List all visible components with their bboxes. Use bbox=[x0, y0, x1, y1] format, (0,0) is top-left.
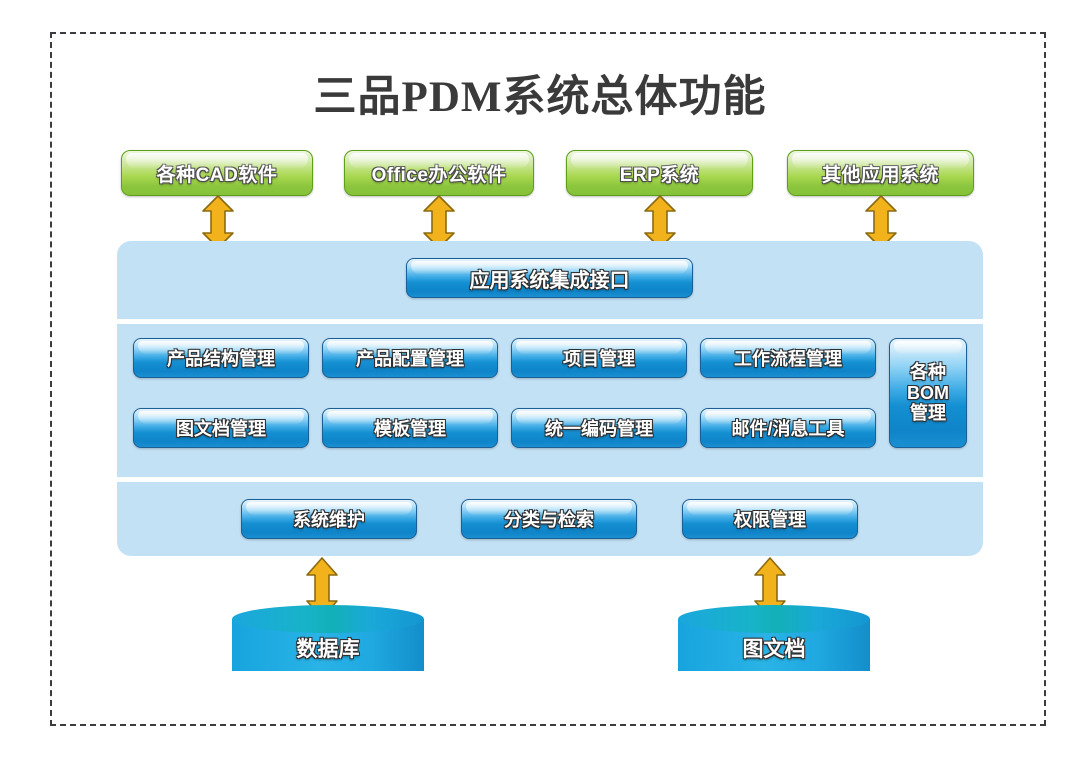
cylinder-top bbox=[678, 605, 870, 633]
module-product-structure-label: 产品结构管理 bbox=[167, 349, 275, 369]
integration-interface-label: 应用系统集成接口 bbox=[469, 269, 630, 292]
storage-database[interactable]: 数据库 bbox=[232, 605, 424, 685]
module-template-management-label: 模板管理 bbox=[374, 419, 446, 439]
module-workflow-management[interactable]: 工作流程管理 bbox=[700, 338, 876, 378]
utility-system-maintenance-label: 系统维护 bbox=[293, 510, 365, 530]
module-document-management[interactable]: 图文档管理 bbox=[133, 408, 309, 448]
utility-permission-management-label: 权限管理 bbox=[734, 510, 806, 530]
module-document-management-label: 图文档管理 bbox=[176, 419, 266, 439]
module-unified-coding-label: 统一编码管理 bbox=[545, 419, 653, 439]
utility-classification-search-label: 分类与检索 bbox=[504, 510, 594, 530]
external-system-office-label: Office办公软件 bbox=[371, 164, 507, 186]
module-product-structure[interactable]: 产品结构管理 bbox=[133, 338, 309, 378]
external-system-other-label: 其他应用系统 bbox=[821, 164, 939, 186]
utility-classification-search[interactable]: 分类与检索 bbox=[461, 499, 637, 539]
external-system-other[interactable]: 其他应用系统 bbox=[787, 150, 974, 196]
panel-divider-top bbox=[117, 319, 983, 324]
module-project-management-label: 项目管理 bbox=[563, 349, 635, 369]
external-system-erp[interactable]: ERP系统 bbox=[566, 150, 753, 196]
external-system-cad[interactable]: 各种CAD软件 bbox=[121, 150, 313, 196]
module-unified-coding[interactable]: 统一编码管理 bbox=[511, 408, 687, 448]
external-system-erp-label: ERP系统 bbox=[619, 164, 700, 186]
diagram-outer-frame bbox=[50, 32, 1046, 726]
module-project-management[interactable]: 项目管理 bbox=[511, 338, 687, 378]
storage-document[interactable]: 图文档 bbox=[678, 605, 870, 685]
panel-divider-bottom bbox=[117, 477, 983, 482]
diagram-title: 三品PDM系统总体功能 bbox=[313, 74, 767, 121]
module-mail-message-tool[interactable]: 邮件/消息工具 bbox=[700, 408, 876, 448]
module-product-configuration-label: 产品配置管理 bbox=[356, 349, 464, 369]
utility-system-maintenance[interactable]: 系统维护 bbox=[241, 499, 417, 539]
integration-interface-box[interactable]: 应用系统集成接口 bbox=[406, 258, 693, 298]
external-system-cad-label: 各种CAD软件 bbox=[156, 164, 278, 186]
module-workflow-management-label: 工作流程管理 bbox=[734, 349, 842, 369]
external-system-office[interactable]: Office办公软件 bbox=[344, 150, 534, 196]
storage-document-label: 图文档 bbox=[742, 638, 806, 661]
module-template-management[interactable]: 模板管理 bbox=[322, 408, 498, 448]
storage-database-label: 数据库 bbox=[296, 638, 360, 661]
utility-permission-management[interactable]: 权限管理 bbox=[682, 499, 858, 539]
module-product-configuration[interactable]: 产品配置管理 bbox=[322, 338, 498, 378]
module-mail-message-tool-label: 邮件/消息工具 bbox=[731, 419, 845, 439]
cylinder-top bbox=[232, 605, 424, 633]
